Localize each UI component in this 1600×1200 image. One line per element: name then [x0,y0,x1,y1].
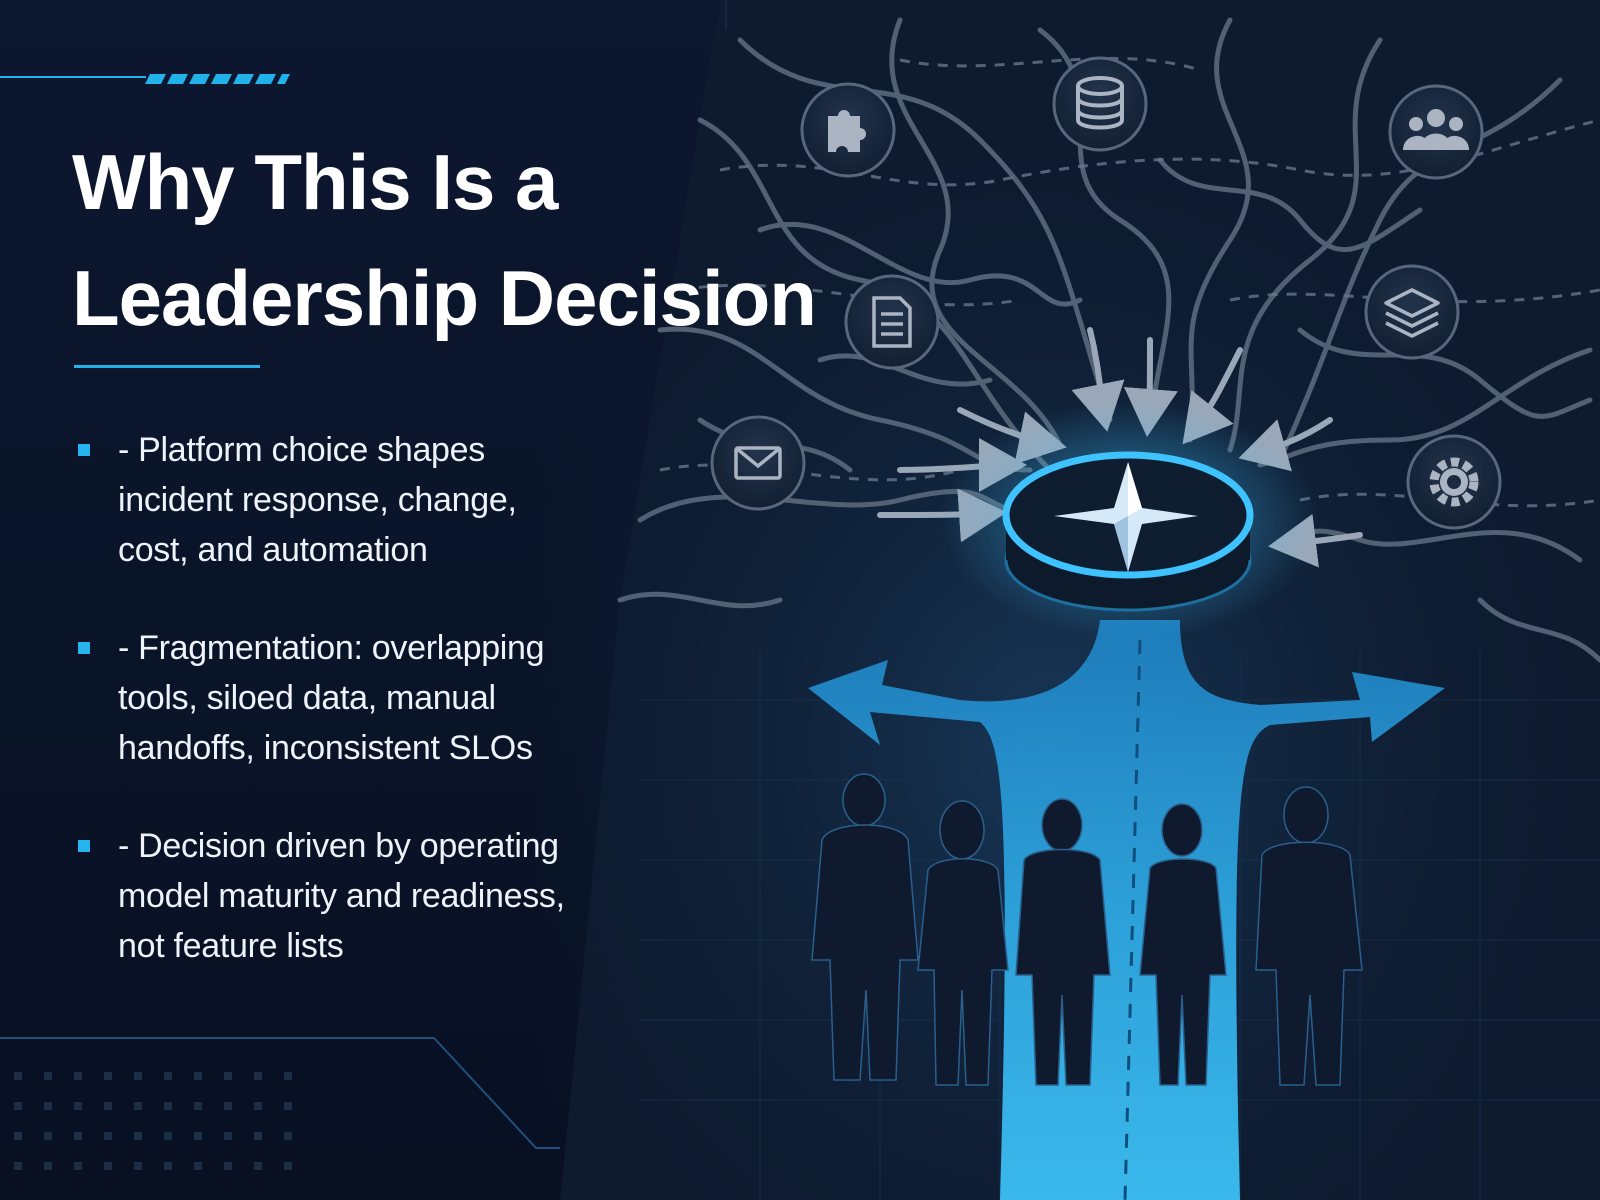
tool-node-puzzle [800,82,896,178]
bullet-line: model maturity and readiness, [118,877,565,915]
team-icon [1403,109,1469,150]
bullet-line: - Fragmentation: overlapping [118,629,545,667]
person-3 [1015,798,1111,1086]
bullet-list: - Platform choice shapes incident respon… [76,425,676,1019]
tool-node-mail [710,415,806,511]
title-line-2: Leadership Decision [72,254,817,342]
bullet-line: tools, siloed data, manual [118,679,496,717]
title-line-1: Why This Is a [72,138,558,226]
person-2 [917,800,1009,1086]
bullet-line: cost, and automation [118,531,428,569]
bullet-line: - Decision driven by operating [118,827,559,865]
compass-star-icon [1054,462,1198,572]
title-underline [74,365,260,368]
person-1 [811,773,919,1081]
puzzle-icon [828,110,866,152]
top-accent [0,74,290,84]
bullet-line: handoffs, inconsistent SLOs [118,729,533,767]
bullet-square-icon [78,840,90,852]
database-icon [1076,76,1124,130]
person-4 [1139,803,1227,1086]
bullet-line: - Platform choice shapes [118,431,485,469]
bullet-square-icon [78,444,90,456]
tool-node-database [1052,56,1148,152]
slide-title: Why This Is a Leadership Decision [72,124,832,356]
tool-node-layers [1364,264,1460,360]
tool-node-gear [1406,434,1502,530]
leadership-team [811,773,1363,1086]
bullet-item: - Fragmentation: overlapping tools, silo… [76,623,676,773]
circuit-line [0,1037,560,1149]
bullet-line: incident response, change, [118,481,517,519]
bullet-item: - Platform choice shapes incident respon… [76,425,676,575]
person-5 [1255,786,1363,1086]
tool-node-team [1388,84,1484,180]
gear-icon [1429,457,1479,507]
bullet-item: - Decision driven by operating model mat… [76,821,676,971]
tool-node-document [844,274,940,370]
bullet-square-icon [78,642,90,654]
decision-path [808,620,1445,1200]
dot-grid [14,1072,292,1170]
path-trunk [808,620,1445,1200]
document-icon [872,296,912,348]
bullet-line: not feature lists [118,927,344,965]
layers-icon [1384,288,1440,338]
mail-icon [734,446,782,480]
decision-hub [940,400,1320,640]
